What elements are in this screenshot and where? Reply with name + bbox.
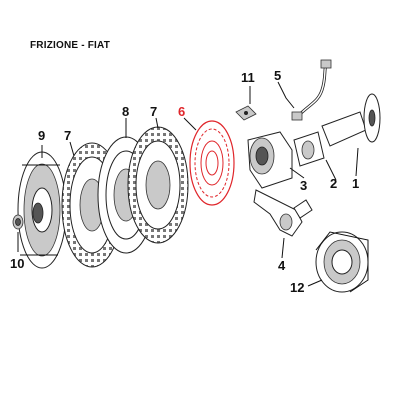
label-3: 3: [300, 178, 307, 193]
label-1: 1: [352, 176, 359, 191]
part-5-hose: [291, 59, 332, 121]
label-9: 9: [38, 128, 45, 143]
part-11-bracket: [235, 105, 257, 121]
part-4-release-fork: [253, 189, 313, 237]
label-7a: 7: [64, 128, 71, 143]
part-12-bearing: [315, 231, 369, 293]
label-5: 5: [274, 68, 281, 83]
part-2-flange: [293, 131, 325, 167]
label-4: 4: [278, 258, 286, 273]
label-8: 8: [122, 104, 129, 119]
part-10-bolt: [12, 214, 24, 230]
part-1-shaft: [321, 93, 381, 147]
part-3-bearing-housing: [247, 131, 293, 189]
diagram-title: FRIZIONE - FIAT: [30, 40, 111, 51]
label-6: 6: [178, 104, 185, 119]
label-11: 11: [241, 70, 255, 85]
label-10: 10: [10, 256, 24, 271]
part-6-clutch-hub-gear: [189, 120, 235, 206]
label-7b: 7: [150, 104, 157, 119]
part-9-clutch-cover: [17, 151, 67, 269]
leader-lines: [17, 81, 359, 287]
part-7b-friction-disc: [127, 126, 189, 244]
label-12: 12: [290, 280, 304, 295]
label-2: 2: [330, 176, 337, 191]
